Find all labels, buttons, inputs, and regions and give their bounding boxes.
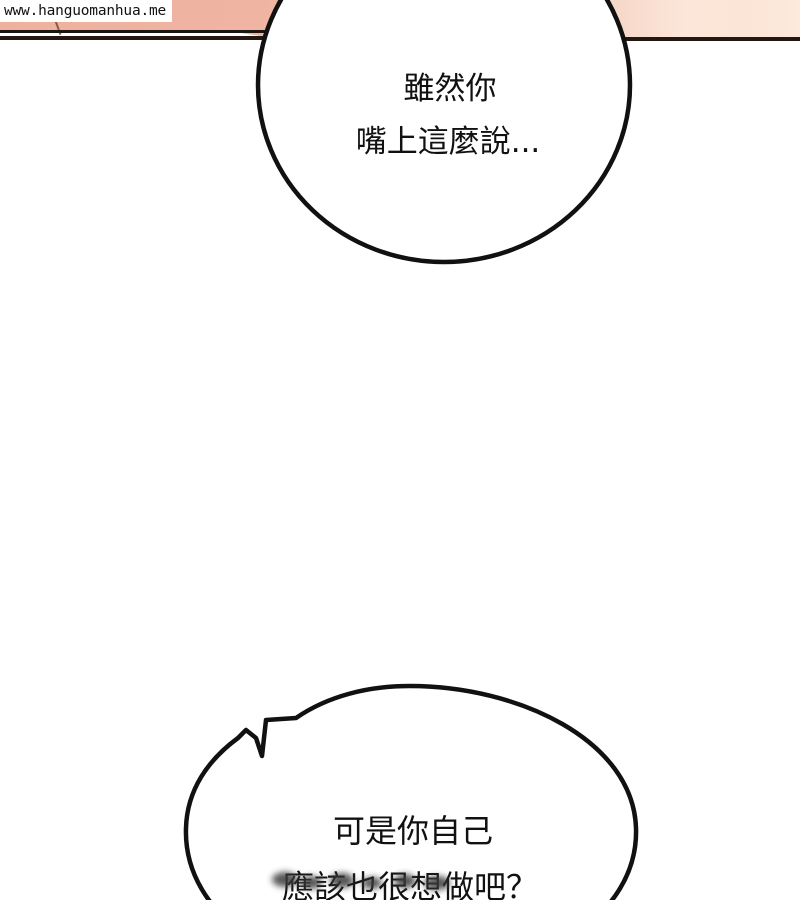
censor-smudge xyxy=(362,877,382,889)
censor-smudge xyxy=(424,876,450,890)
speech-bubble-one-outline xyxy=(255,0,633,265)
speech-bubble-one xyxy=(255,0,633,265)
censor-smudge xyxy=(272,872,298,887)
speech-bubble-two-outline xyxy=(183,683,639,900)
speech-bubble-two xyxy=(183,683,639,900)
censor-smudge xyxy=(300,876,322,889)
censor-smudge xyxy=(330,873,354,888)
site-watermark: www.hanguomanhua.me xyxy=(0,0,173,22)
censor-smudge xyxy=(394,874,416,888)
bubble-two-line-1: 可是你自己 xyxy=(332,812,493,850)
panel-edge-line-left xyxy=(0,30,288,33)
bubble-one-line-1: 雖然你 xyxy=(403,71,497,107)
speech-bubble-one-text: 雖然你 嘴上這麼說... xyxy=(260,63,630,169)
panel-edge-line-mid xyxy=(0,36,290,40)
bubble-one-line-2: 嘴上這麼說... xyxy=(355,124,541,160)
